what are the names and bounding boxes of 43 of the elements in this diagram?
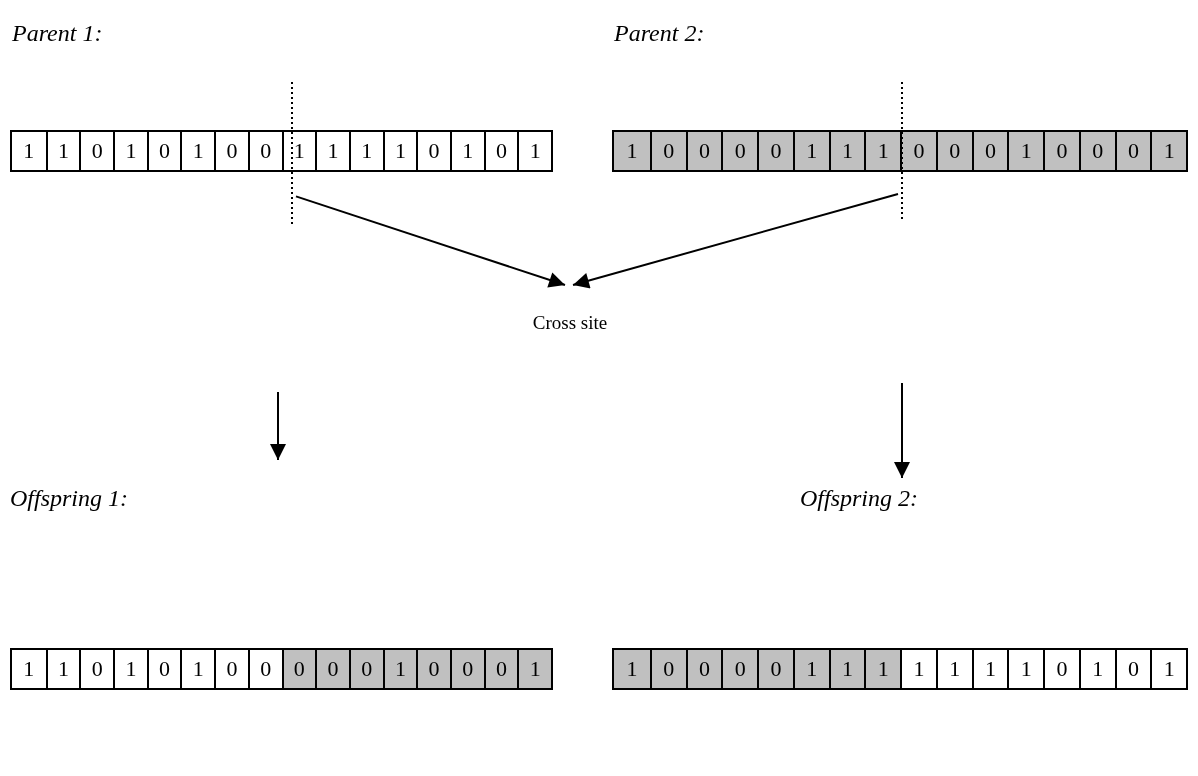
bit-cell: 0 — [721, 132, 757, 170]
bit-cell: 0 — [315, 650, 349, 688]
bit-cell: 0 — [416, 650, 450, 688]
bit-cell: 0 — [757, 132, 793, 170]
bit-cell: 0 — [721, 650, 757, 688]
bit-cell: 0 — [449, 650, 484, 688]
bit-cell: 1 — [1150, 132, 1186, 170]
bit-cell: 0 — [685, 132, 722, 170]
crossover-line — [290, 82, 294, 225]
chromosome-label: Offspring 1: — [10, 485, 128, 512]
chromosome-label: Parent 1: — [12, 20, 103, 47]
bit-cell: 0 — [971, 132, 1008, 170]
bit-cell: 1 — [864, 650, 900, 688]
chromosome-bar — [612, 648, 1188, 690]
bit-cell: 0 — [900, 132, 936, 170]
bit-cell: 0 — [757, 650, 793, 688]
bit-cell: 0 — [935, 132, 972, 170]
bit-cell: 1 — [614, 132, 650, 170]
bit-cell: 0 — [1043, 132, 1079, 170]
bit-cell: 1 — [864, 132, 900, 170]
bit-cell: 1 — [828, 650, 865, 688]
bit-cell: 0 — [1114, 132, 1151, 170]
crossover-line — [900, 82, 904, 222]
chromosome-bar — [10, 648, 553, 690]
arrow — [572, 193, 899, 289]
bit-cell: 1 — [382, 650, 417, 688]
cross-site-label: Cross site — [505, 285, 635, 340]
bit-cell: 1 — [792, 650, 829, 688]
bit-cell: 1 — [1007, 132, 1043, 170]
chromosome-label: Offspring 2: — [800, 485, 918, 512]
arrow — [295, 195, 566, 288]
bit-cell: 0 — [1078, 132, 1115, 170]
bit-cell: 1 — [828, 132, 865, 170]
bit-cell: 1 — [614, 650, 650, 688]
bit-cell: 0 — [649, 650, 686, 688]
bit-cell: 0 — [348, 650, 383, 688]
chromosome-label: Parent 2: — [614, 20, 705, 47]
bit-cell: 0 — [649, 132, 686, 170]
bit-cell: 0 — [281, 650, 316, 688]
bit-cell: 1 — [517, 650, 551, 688]
bit-cell: 0 — [483, 650, 518, 688]
bit-cell: 0 — [685, 650, 722, 688]
bit-cell: 1 — [792, 132, 829, 170]
